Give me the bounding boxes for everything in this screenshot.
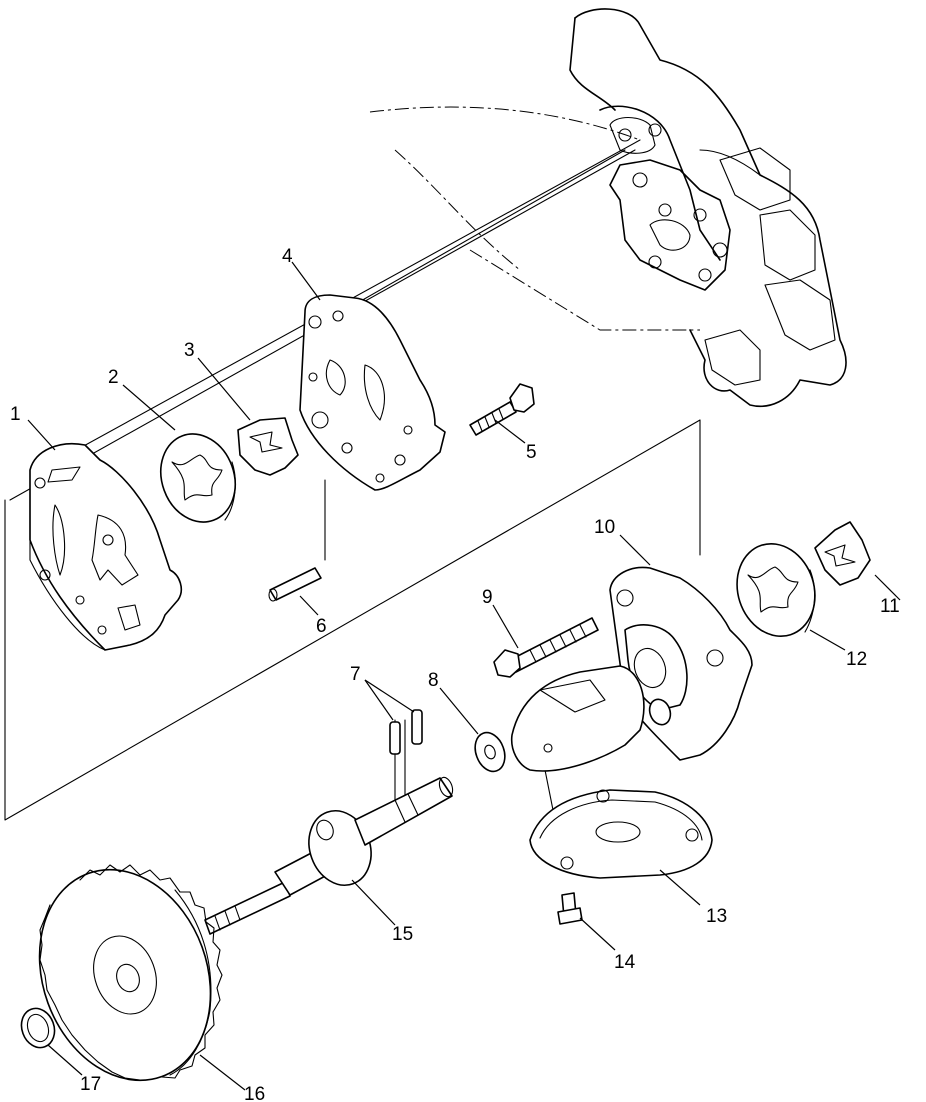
callout-1: 1 (10, 404, 21, 425)
callout-17: 17 (80, 1074, 101, 1095)
part-15-shaft (204, 776, 454, 935)
callout-3: 3 (184, 340, 195, 361)
part-17-seal-ring (20, 1007, 56, 1049)
callout-labels: 1 2 3 4 5 6 7 8 9 10 11 12 13 14 15 16 1… (10, 246, 900, 1102)
callout-10: 10 (594, 517, 615, 538)
pump-base-plate (510, 665, 645, 772)
callout-16: 16 (244, 1084, 265, 1102)
part-13-strainer-plate (529, 789, 713, 879)
part-4-pump-cover (299, 294, 446, 491)
callout-12: 12 (846, 649, 867, 670)
part-6-dowel-pin (268, 567, 322, 602)
part-14-screw (557, 892, 583, 925)
part-9-bolt (493, 617, 599, 678)
leader-lines (27, 261, 901, 1091)
part-8-washer (474, 731, 506, 773)
callout-11: 11 (880, 596, 900, 617)
callout-6: 6 (316, 616, 327, 637)
callout-13: 13 (706, 906, 727, 927)
crankcase-housing (369, 8, 847, 407)
part-12-outer-rotor (736, 542, 816, 638)
callout-4: 4 (282, 246, 293, 267)
part-16-drive-gear (38, 864, 223, 1082)
part-3-inner-rotor (237, 417, 299, 476)
callout-9: 9 (482, 587, 493, 608)
part-2-outer-rotor (160, 433, 236, 523)
part-5-screw (469, 383, 535, 436)
callout-15: 15 (392, 924, 413, 945)
part-11-inner-rotor (814, 521, 871, 586)
callout-14: 14 (614, 952, 636, 973)
part-10-pump-housing (609, 566, 753, 761)
callout-7: 7 (350, 664, 361, 685)
part-7-pins (389, 709, 423, 755)
callout-2: 2 (108, 367, 119, 388)
callout-5: 5 (526, 442, 537, 463)
callout-8: 8 (428, 670, 439, 691)
part-1-pump-body (29, 443, 182, 651)
